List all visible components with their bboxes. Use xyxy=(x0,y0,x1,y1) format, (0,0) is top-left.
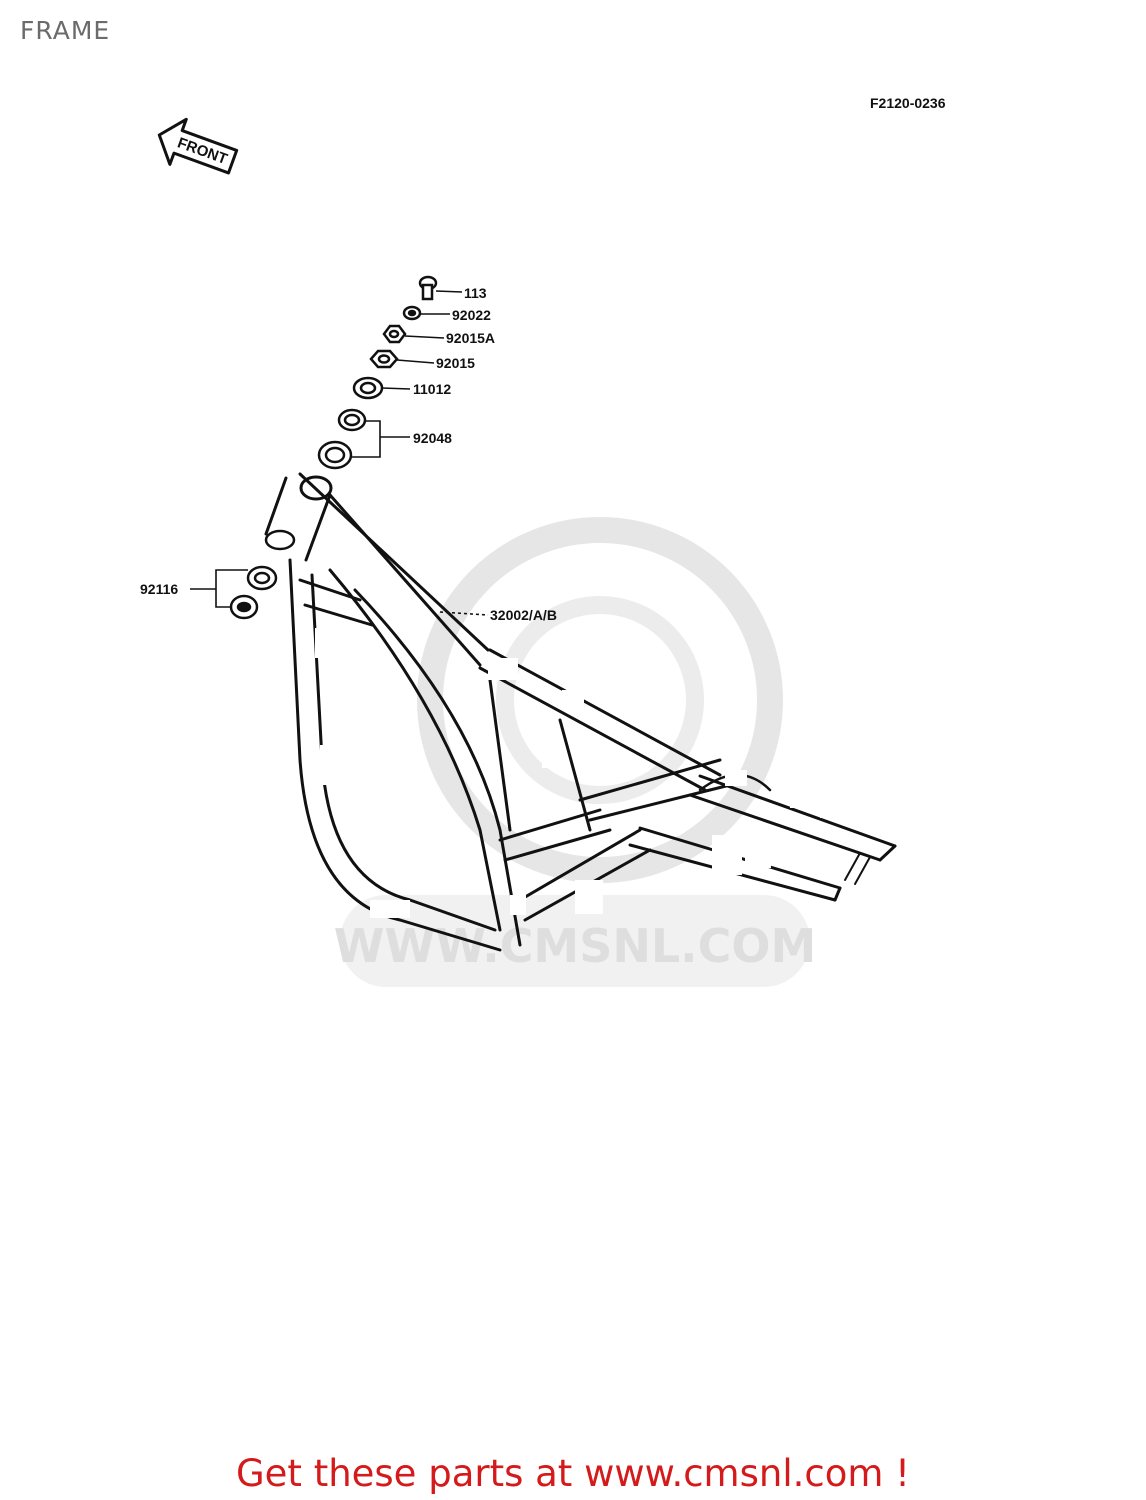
nut-92015 xyxy=(369,349,399,369)
washer-11012 xyxy=(352,376,384,400)
watermark: WWW.CMSNL.COM xyxy=(334,517,817,987)
part-label-92022: 92022 xyxy=(452,307,491,323)
part-label-92015: 92015 xyxy=(436,355,475,371)
washer-92022 xyxy=(402,305,422,321)
motorcycle-frame xyxy=(264,472,897,952)
front-arrow-icon: FRONT xyxy=(157,117,239,175)
bearing-92116-upper xyxy=(246,565,278,591)
cta-link[interactable]: Get these parts at www.cmsnl.com ! xyxy=(235,1452,910,1495)
watermark-text: WWW.CMSNL.COM xyxy=(334,919,817,973)
part-label-113: 113 xyxy=(464,285,487,301)
bearing-92048-lower xyxy=(317,440,353,470)
part-label-32002: 32002/A/B xyxy=(490,607,557,623)
page-title: FRAME xyxy=(20,16,111,45)
steering-head-parts xyxy=(229,275,438,620)
bolt-113 xyxy=(418,275,438,301)
part-label-92015A: 92015A xyxy=(446,330,495,346)
diagram-code: F2120-0236 xyxy=(870,95,946,111)
part-label-92048: 92048 xyxy=(413,430,452,446)
part-label-11012: 11012 xyxy=(413,381,451,397)
part-label-92116: 92116 xyxy=(140,581,178,597)
bearing-92048-upper xyxy=(337,408,367,432)
nut-92015A xyxy=(382,324,407,344)
bearing-92116-lower xyxy=(229,594,259,620)
